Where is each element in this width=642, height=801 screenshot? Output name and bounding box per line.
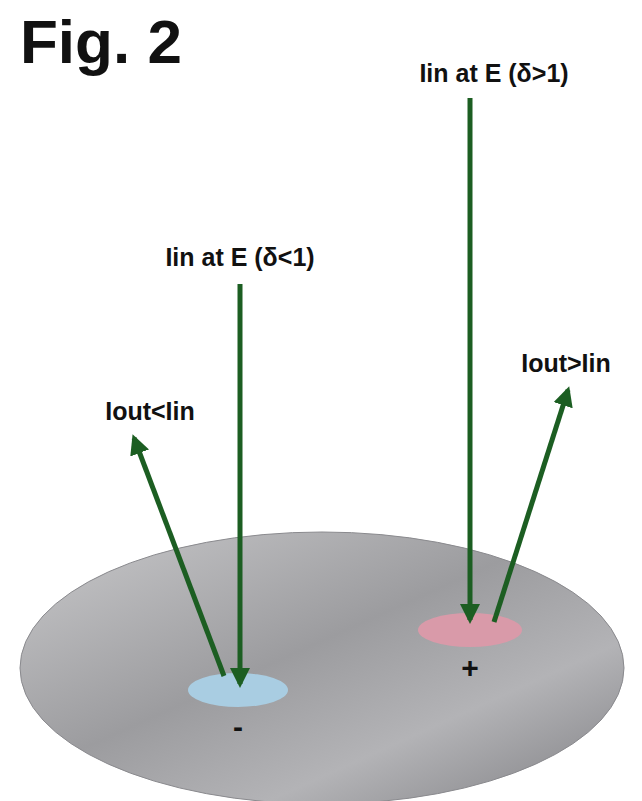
charge-sign: + [461,651,479,684]
figure-title: Fig. 2 [20,8,182,76]
beam-label: Iin at E (δ<1) [165,244,314,272]
outgoing-arrow [494,390,568,622]
charge-sign: - [233,710,243,743]
incoming-arrow [238,284,243,684]
incoming-arrow [468,98,473,620]
beam-label: Iin at E (δ>1) [419,60,568,88]
outgoing-arrow [134,438,224,676]
wafer-disk [20,532,624,801]
emission-label: Iout<Iin [105,398,195,426]
emission-label: Iout>Iin [521,350,611,378]
